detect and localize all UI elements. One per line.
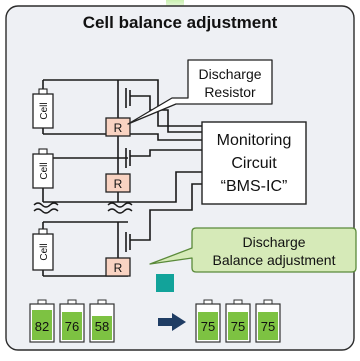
cell-2: Cell xyxy=(32,148,54,189)
monitoring-line-1: Monitoring xyxy=(217,132,292,149)
resistor-label: R xyxy=(114,177,123,191)
teal-marker xyxy=(156,274,174,292)
battery-value: 75 xyxy=(201,319,215,334)
battery-after-2: 75 xyxy=(225,299,251,343)
break-marks xyxy=(33,202,133,214)
batteries-after: 75 75 75 xyxy=(195,299,281,343)
battery-after-1: 75 xyxy=(195,299,221,343)
discharge-resistor-callout: Discharge Resistor xyxy=(127,59,273,125)
monitoring-line-3: “BMS-IC” xyxy=(221,178,288,195)
balance-line-1: Discharge xyxy=(242,234,305,250)
resistor-1: R xyxy=(105,117,131,137)
battery-value: 82 xyxy=(35,319,49,334)
balance-line-2: Balance adjustment xyxy=(213,252,336,268)
battery-before-1: 82 xyxy=(29,299,55,343)
resistor-label: R xyxy=(114,261,123,275)
battery-value: 76 xyxy=(65,319,79,334)
diagram-title: Cell balance adjustment xyxy=(83,13,278,32)
cell-1: Cell xyxy=(32,88,54,129)
battery-after-3: 75 xyxy=(255,299,281,343)
batteries-before: 82 76 58 xyxy=(29,299,115,343)
battery-before-3: 58 xyxy=(89,299,115,343)
cell-label: Cell xyxy=(39,162,50,179)
battery-value: 75 xyxy=(261,319,275,334)
battery-value: 58 xyxy=(95,319,109,334)
resistor-2: R xyxy=(105,173,131,193)
cell-label: Cell xyxy=(39,243,50,260)
right-arrow-icon xyxy=(158,313,186,331)
callout-line-1: Discharge xyxy=(198,66,261,82)
cell-3: Cell xyxy=(32,228,54,271)
monitoring-line-2: Circuit xyxy=(231,155,277,172)
battery-value: 75 xyxy=(231,319,245,334)
resistor-3: R xyxy=(105,257,131,277)
balance-adjustment-callout: Discharge Balance adjustment xyxy=(149,227,357,273)
monitoring-circuit-box: Monitoring Circuit “BMS-IC” xyxy=(201,121,307,205)
cell-label: Cell xyxy=(39,102,50,119)
battery-before-2: 76 xyxy=(59,299,85,343)
callout-line-2: Resistor xyxy=(204,84,256,100)
resistor-label: R xyxy=(114,121,123,135)
cell-stack: Cell Cell Cell xyxy=(32,88,54,271)
